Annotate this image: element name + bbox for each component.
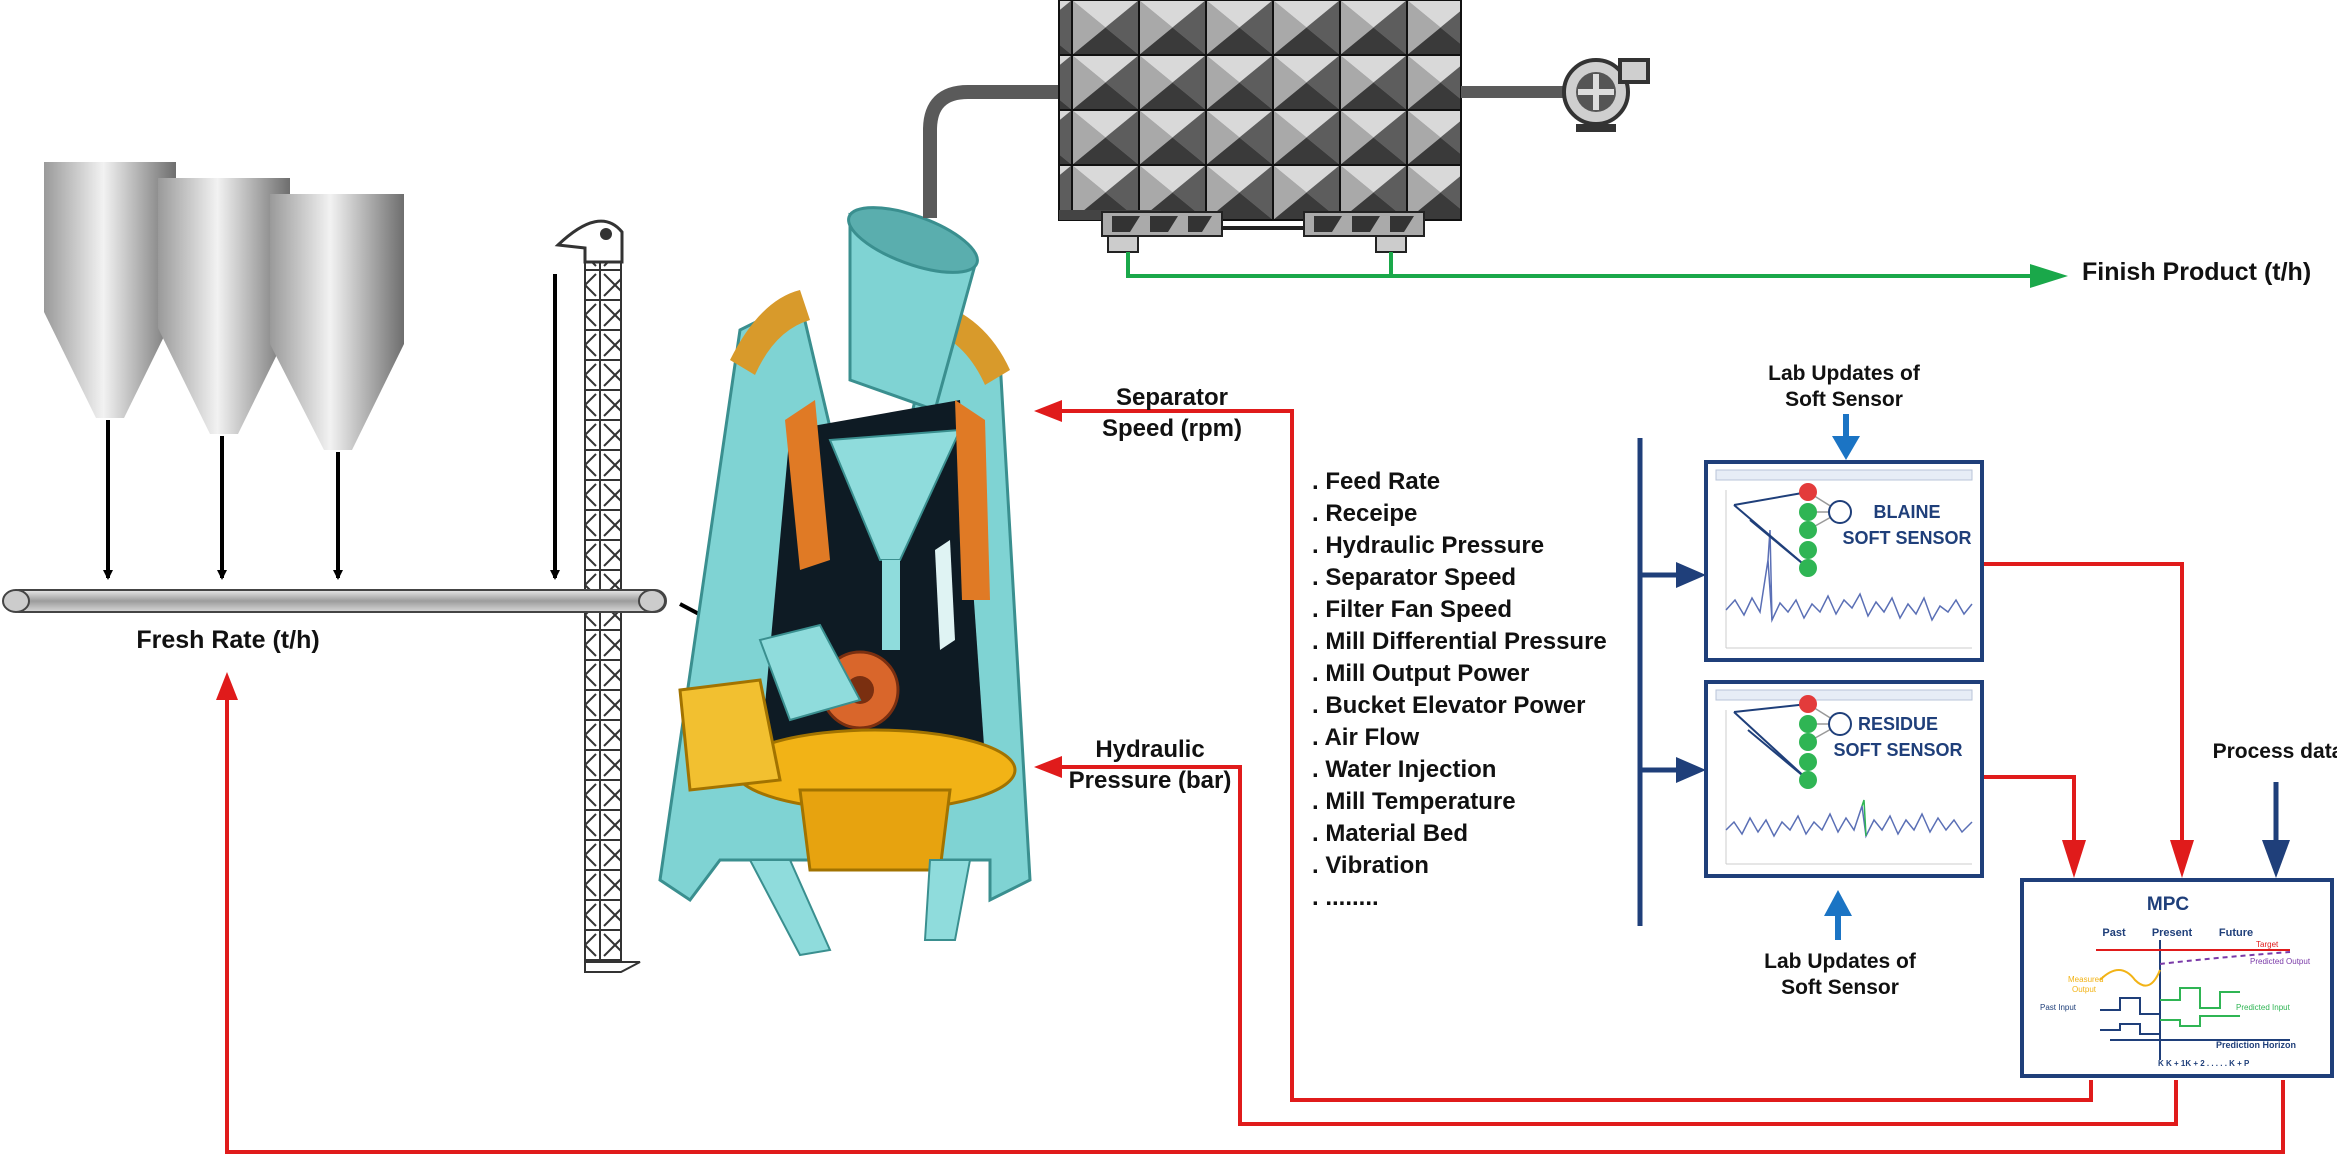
mpc-panel: MPC Past Present Future Target Predicted… (2020, 878, 2334, 1078)
mpc-future-label: Future (2219, 927, 2253, 939)
variable-item: . Feed Rate (1312, 468, 1440, 495)
mpc-predicted-input-label: Predicted Input (2236, 1003, 2291, 1012)
lab-update-bottom-line1: Lab Updates of (1764, 950, 1917, 973)
variable-item: . Mill Output Power (1312, 660, 1529, 687)
input-bus (1637, 438, 1680, 926)
lab-update-bottom-line2: Soft Sensor (1781, 976, 1899, 999)
bag-filter (1058, 0, 1462, 253)
variable-item: . Material Bed (1312, 820, 1468, 847)
variable-item: . Mill Differential Pressure (1312, 628, 1607, 655)
mpc-target-label: Target (2256, 940, 2279, 949)
lab-update-top-line2: Soft Sensor (1785, 388, 1903, 411)
finish-product-label: Finish Product (t/h) (2082, 258, 2311, 286)
residue-title-line1: RESIDUE (1858, 714, 1938, 734)
variable-item: . ........ (1312, 884, 1379, 911)
variable-item: . Vibration (1312, 852, 1429, 879)
blaine-title-line2: SOFT SENSOR (1842, 528, 1971, 548)
blaine-soft-sensor-panel: BLAINE SOFT SENSOR (1704, 460, 1984, 662)
mpc-measured-output-line1: Measured (2068, 975, 2104, 984)
variable-item: . Mill Temperature (1312, 788, 1516, 815)
blaine-title-line1: BLAINE (1874, 502, 1941, 522)
mpc-title: MPC (2147, 894, 2190, 915)
variable-item: . Bucket Elevator Power (1312, 692, 1585, 719)
conveyor-belt (2, 589, 667, 613)
residue-to-mpc-arrowhead (2062, 840, 2086, 878)
mpc-past-label: Past (2102, 927, 2126, 939)
vertical-roller-mill (658, 206, 1032, 957)
silo-2 (158, 178, 290, 434)
exhaust-fan-icon (1562, 58, 1650, 132)
finish-product-line (1126, 252, 2068, 288)
separator-speed-label-line1: Separator (1116, 384, 1228, 411)
process-data-label: Process data (2213, 740, 2337, 763)
mpc-measured-output-line2: Output (2072, 985, 2097, 994)
mpc-predicted-output-label: Predicted Output (2250, 957, 2311, 966)
bus-to-blaine-arrowhead (1676, 562, 1706, 588)
blaine-to-mpc-arrowhead (2170, 840, 2194, 878)
control-lines (225, 409, 2285, 1154)
variable-item: . Separator Speed (1312, 564, 1516, 591)
process-data-arrowhead (2262, 840, 2290, 878)
hydraulic-pressure-label-line2: Pressure (bar) (1069, 767, 1232, 794)
variable-item: . Hydraulic Pressure (1312, 532, 1544, 559)
variable-item: . Filter Fan Speed (1312, 596, 1512, 623)
hydraulic-pressure-label-line1: Hydraulic (1095, 736, 1204, 763)
residue-soft-sensor-panel: RESIDUE SOFT SENSOR (1704, 680, 1984, 878)
variable-item: . Water Injection (1312, 756, 1496, 783)
separator-speed-arrowhead (1034, 400, 1062, 422)
silo-3 (270, 194, 404, 450)
lab-update-bottom-arrowhead (1824, 890, 1852, 916)
process-variable-list: . Feed Rate . Receipe . Hydraulic Pressu… (1312, 468, 1607, 911)
variable-item: . Receipe (1312, 500, 1417, 527)
fresh-rate-label: Fresh Rate (t/h) (136, 626, 319, 654)
mpc-prediction-horizon-label: Prediction Horizon (2216, 1040, 2296, 1050)
mpc-present-label: Present (2152, 927, 2193, 939)
residue-title-line2: SOFT SENSOR (1833, 740, 1962, 760)
separator-speed-label-line2: Speed (rpm) (1102, 415, 1242, 442)
lab-update-top-arrowhead (1832, 436, 1860, 460)
variable-item: . Air Flow (1312, 724, 1419, 751)
mpc-past-input-label: Past Input (2040, 1003, 2077, 1012)
exhaust-duct (923, 85, 1060, 218)
lab-update-top-line1: Lab Updates of (1768, 362, 1921, 385)
bus-to-residue-arrowhead (1676, 757, 1706, 783)
silo-1 (44, 162, 176, 418)
hydraulic-pressure-arrowhead (1034, 756, 1062, 778)
fresh-rate-arrowhead (216, 672, 238, 700)
mpc-k-axis-label: K K + 1K + 2 . . . . . K + P (2158, 1059, 2250, 1068)
